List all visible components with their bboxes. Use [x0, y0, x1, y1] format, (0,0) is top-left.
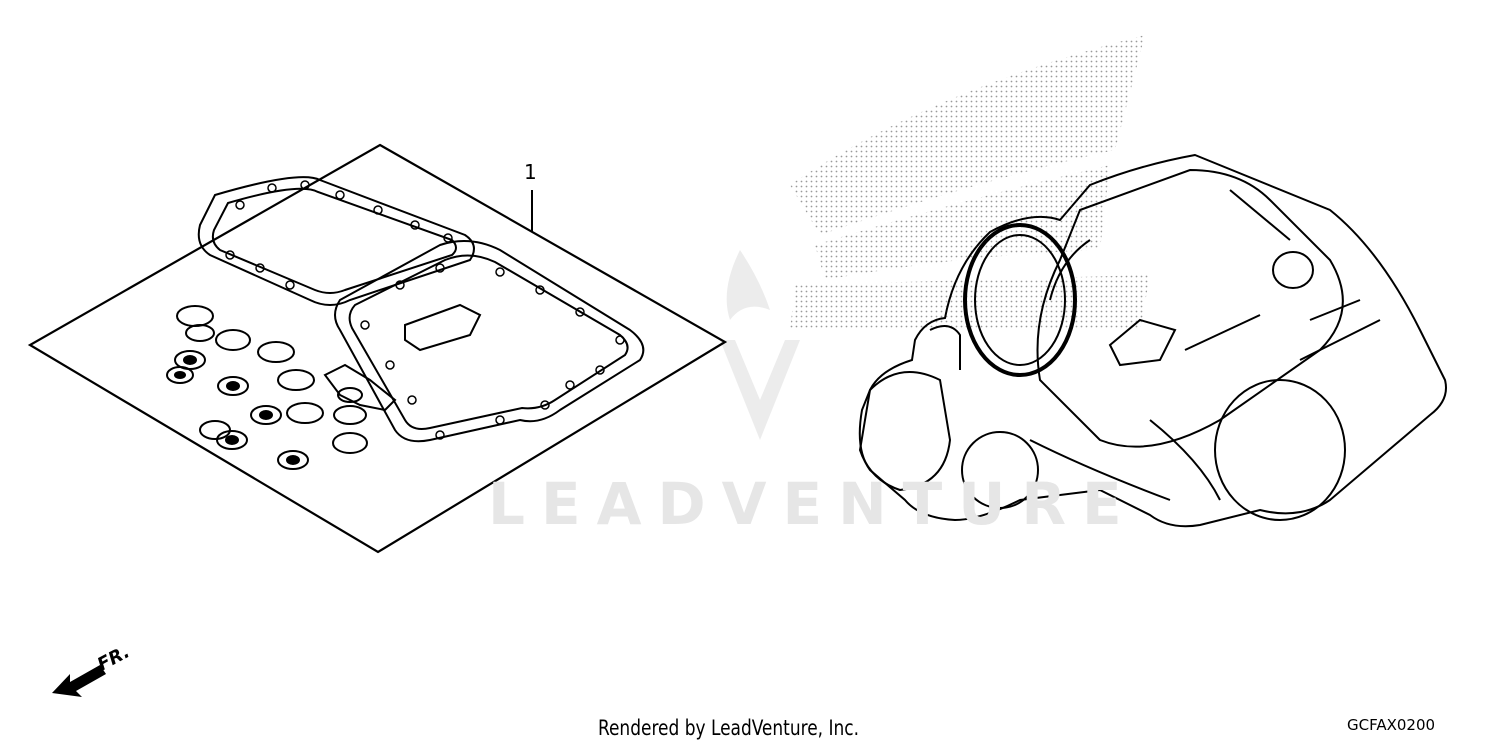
- cylinder-head: [1036, 168, 1344, 448]
- bolt-holes: [225, 180, 625, 440]
- callout-number: 1: [524, 160, 537, 184]
- watermark-text: LEADVENTURE: [488, 470, 1138, 538]
- head-plug: [1272, 251, 1314, 289]
- strainer-gasket: [404, 303, 482, 352]
- cover-gasket: [197, 176, 475, 306]
- engine-illustration: [858, 153, 1447, 528]
- diagram-code: GCFAX0200: [1347, 716, 1436, 734]
- front-direction-arrow-icon: [52, 665, 106, 697]
- watermark-emblem: [720, 250, 800, 440]
- small-bracket: [323, 363, 397, 412]
- crankcase-cover: [1214, 379, 1346, 521]
- engine-outline: [858, 153, 1447, 528]
- air-intake: [858, 371, 952, 492]
- kit-sheet-outline: [27, 143, 728, 554]
- oil-pan-gasket: [334, 240, 645, 443]
- brand-wing-logo: [790, 35, 1150, 330]
- o-rings-and-washers: [166, 305, 368, 470]
- render-credit: Rendered by LeadVenture, Inc.: [598, 716, 859, 740]
- cylinder-round: [963, 223, 1077, 377]
- gasket-kit: [27, 143, 728, 554]
